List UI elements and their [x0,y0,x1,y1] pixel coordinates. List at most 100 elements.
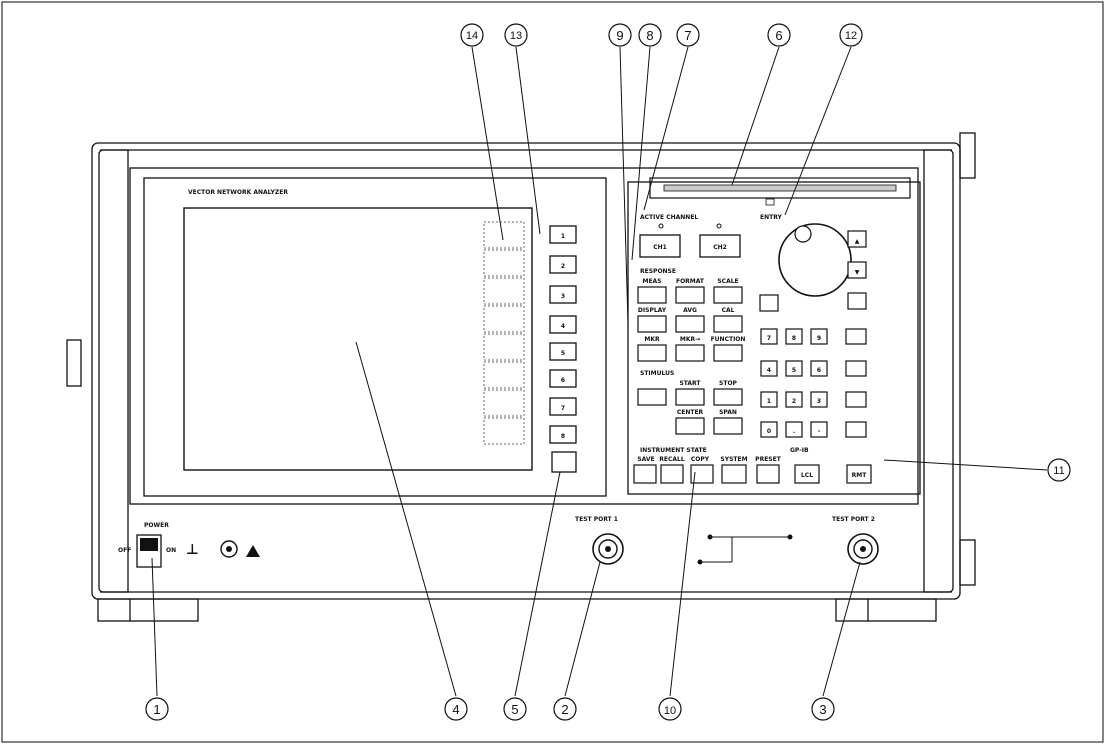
step-up-key[interactable] [847,230,867,248]
key-caption: STOP [719,380,738,387]
key-caption: FORMAT [676,278,705,285]
callout-number: 14 [466,30,478,42]
key-caption: SYSTEM [720,456,747,463]
format-key[interactable] [675,286,705,304]
callout-number: 4 [452,702,459,717]
gpib-rmt-key[interactable]: RMT [846,464,872,484]
keypad-key[interactable]: 5 [785,360,803,377]
ch2-key[interactable]: CH2 [699,234,741,258]
key-label: CH1 [653,244,667,251]
ground-terminal-center [226,546,232,552]
test-port-2-connector[interactable] [847,533,879,565]
key-label: 3 [817,398,821,405]
gpib-label: GP-IB [790,447,809,454]
key-caption: SPAN [719,409,737,416]
keypad-key[interactable]: 3 [810,391,828,408]
key-label: 4 [767,367,771,374]
softkey-1[interactable]: 1 [549,225,577,244]
callout-number: 6 [775,28,782,43]
save-key[interactable] [633,464,657,484]
callout-13: 13 [504,23,528,47]
mega-key[interactable] [845,360,867,377]
callout-number: 13 [510,30,522,42]
marker-function-key[interactable] [675,344,705,362]
key-caption: AVG [683,307,697,314]
key-caption: FUNCTION [711,336,746,343]
power-on-label: ON [166,547,176,554]
callout-11: 11 [1047,458,1071,482]
key-label: 2 [792,398,796,405]
softkey-5[interactable]: 5 [549,342,577,361]
softkey-6[interactable]: 6 [549,369,577,388]
giga-key[interactable] [845,328,867,345]
up-arrow-icon: ▲ [855,238,860,245]
softkey-8[interactable]: 8 [549,425,577,444]
display-key[interactable] [637,315,667,333]
keypad-key[interactable]: 2 [785,391,803,408]
callout-number: 3 [819,702,826,717]
stop-key[interactable] [713,388,743,406]
softkey-4[interactable]: 4 [549,315,577,334]
control-panel [627,181,921,495]
power-label: POWER [144,522,169,529]
callout-number: 2 [561,702,568,717]
cal-key[interactable] [713,315,743,333]
gpib-lcl-key[interactable]: LCL [794,464,820,484]
span-key[interactable] [713,417,743,435]
keypad-key[interactable]: 1 [760,391,778,408]
keypad-key[interactable]: 4 [760,360,778,377]
test-port-1-connector[interactable] [592,533,624,565]
softkey-2[interactable]: 2 [549,255,577,274]
stimulus-menu-key[interactable] [637,388,667,406]
signal-path-graphic [697,534,793,565]
keypad-key[interactable]: 9 [810,328,828,345]
callout-5: 5 [503,697,527,721]
scale-key[interactable] [713,286,743,304]
system-key[interactable] [721,464,747,484]
step-down-key[interactable] [847,261,867,279]
instrument-body [66,132,976,622]
marker-key[interactable] [637,344,667,362]
ch1-led [658,223,664,229]
stimulus-label: STIMULUS [640,370,674,377]
softkey-label: 4 [561,323,565,330]
callout-14: 14 [460,23,484,47]
keypad-key[interactable]: 7 [760,328,778,345]
meas-key[interactable] [637,286,667,304]
start-key[interactable] [675,388,705,406]
function-key[interactable] [713,344,743,362]
key-label: - [818,428,821,435]
keypad-key[interactable]: - [810,421,828,438]
instrument-state-keys: SAVE RECALL COPY SYSTEM PRESET [633,456,782,484]
kilo-key[interactable] [845,391,867,408]
ch1-key[interactable]: CH1 [639,234,681,258]
keypad-key[interactable]: 6 [810,360,828,377]
copy-key[interactable] [690,464,714,484]
enter-key[interactable] [845,421,867,438]
key-label: CH2 [713,244,727,251]
softkey-3[interactable]: 3 [549,285,577,304]
softkey-7[interactable]: 7 [549,397,577,416]
backspace-key[interactable] [847,292,867,310]
power-off-label: OFF [118,547,131,554]
ch2-led [716,223,722,229]
test-port-1-label: TEST PORT 1 [575,516,618,523]
callout-number: 11 [1053,465,1064,477]
key-caption: MEAS [642,278,661,285]
softkey-label: 8 [561,433,565,440]
center-key[interactable] [675,417,705,435]
keypad-key[interactable]: . [785,421,803,438]
recall-key[interactable] [660,464,684,484]
keypad-key[interactable]: 0 [760,421,778,438]
avg-key[interactable] [675,315,705,333]
callout-4: 4 [444,697,468,721]
entry-off-key[interactable] [759,294,779,312]
numeric-keypad: 7 8 9 4 5 6 1 2 3 0 . - [760,328,867,438]
panel-title: VECTOR NETWORK ANALYZER [188,189,288,196]
preset-key[interactable] [756,464,780,484]
keypad-key[interactable]: 8 [785,328,803,345]
callout-7: 7 [676,23,700,47]
rotary-knob[interactable] [778,223,852,297]
menu-key[interactable] [551,451,577,473]
